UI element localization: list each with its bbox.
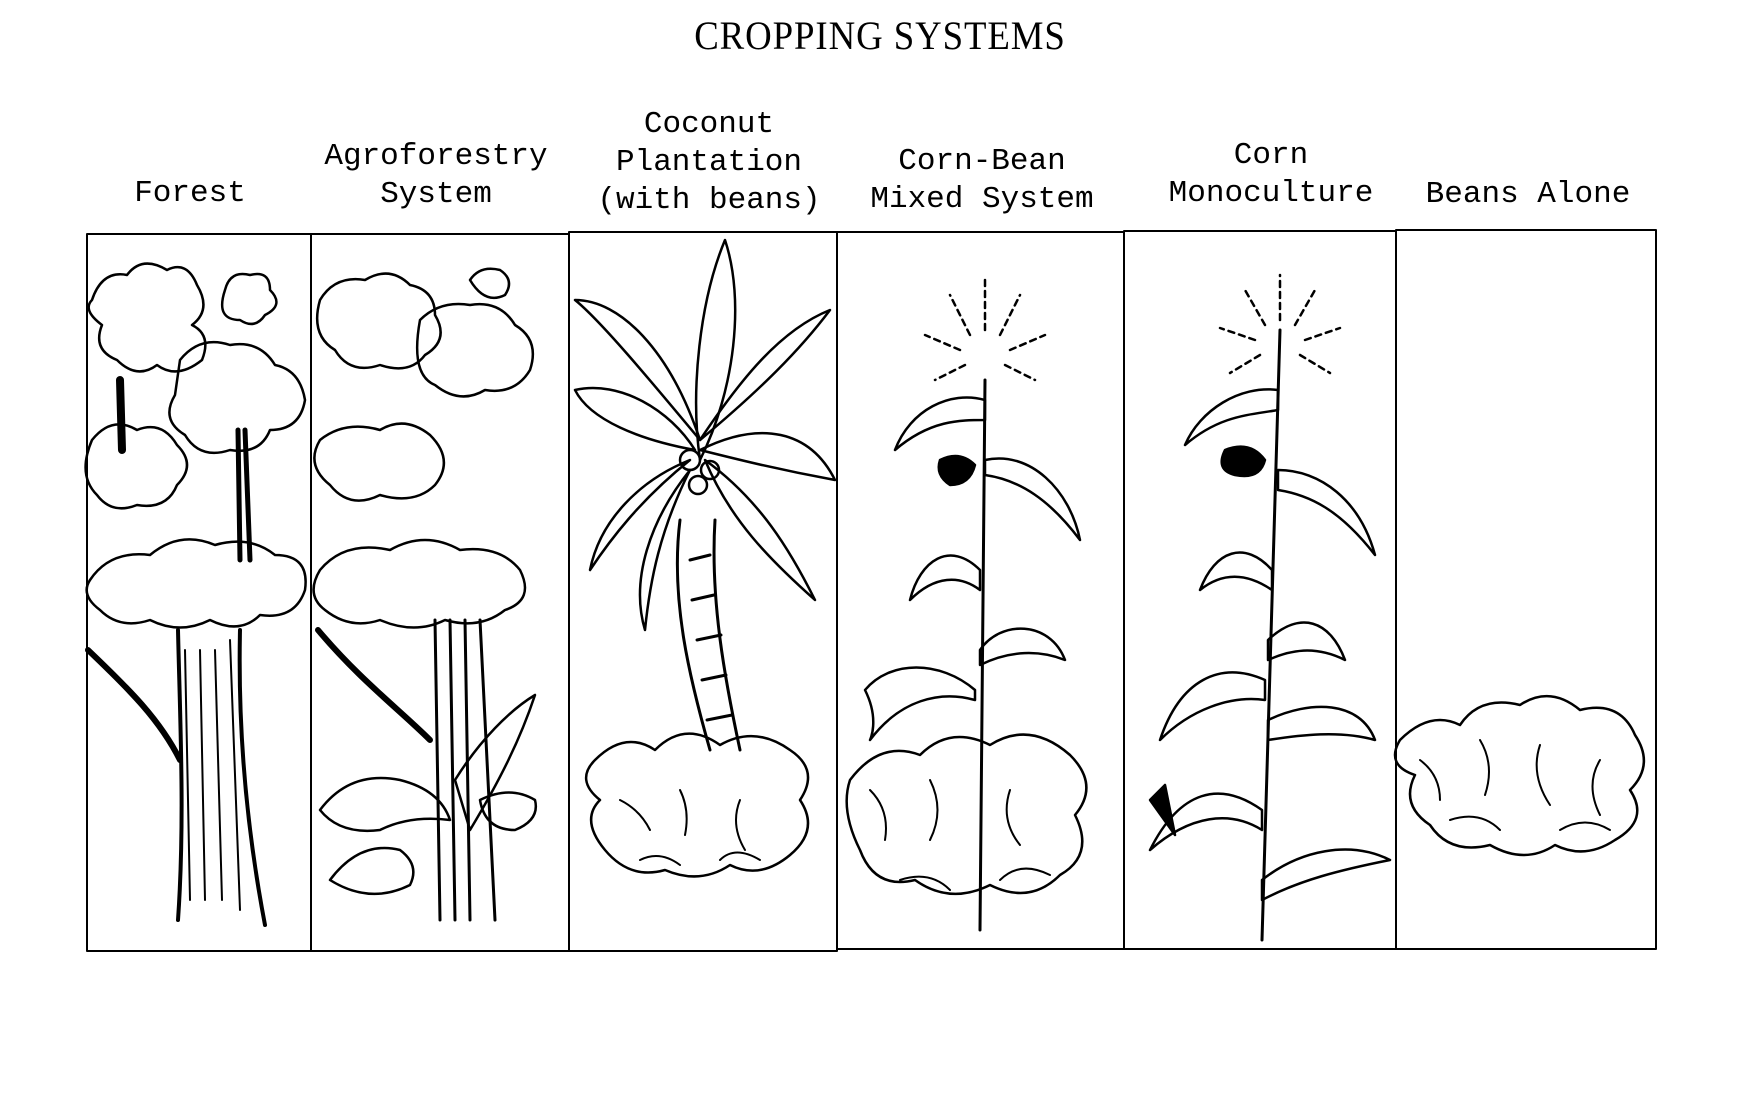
bean-bush-drawing	[1393, 694, 1646, 857]
forest-trees-drawing	[84, 262, 307, 927]
label-forest: Forest	[134, 175, 246, 213]
agroforestry-drawing	[312, 267, 538, 922]
coconut-palm-drawing	[573, 238, 837, 878]
label-line: Coconut	[643, 107, 775, 142]
diagram-title: CROPPING SYSTEMS	[694, 13, 1066, 58]
label-line: Plantation	[615, 145, 803, 180]
label-beans-alone: Beans Alone	[1426, 176, 1631, 214]
frame-forest	[86, 233, 312, 952]
frame-coconut	[568, 231, 838, 952]
label-line: Forest	[134, 176, 246, 211]
frame-corn-mono	[1123, 230, 1397, 950]
corn-with-beans-drawing	[845, 278, 1088, 932]
label-line: Monoculture	[1168, 176, 1374, 211]
label-line: Beans Alone	[1425, 177, 1631, 212]
label-line: System	[380, 177, 492, 212]
frame-beans	[1395, 229, 1657, 950]
label-line: (with beans)	[597, 183, 821, 218]
label-line: Corn	[1233, 138, 1309, 173]
label-line: Corn-Bean	[898, 144, 1066, 179]
label-line: Mixed System	[870, 182, 1094, 217]
label-line: Agroforestry	[324, 139, 548, 174]
corn-plant-drawing	[1148, 273, 1392, 942]
